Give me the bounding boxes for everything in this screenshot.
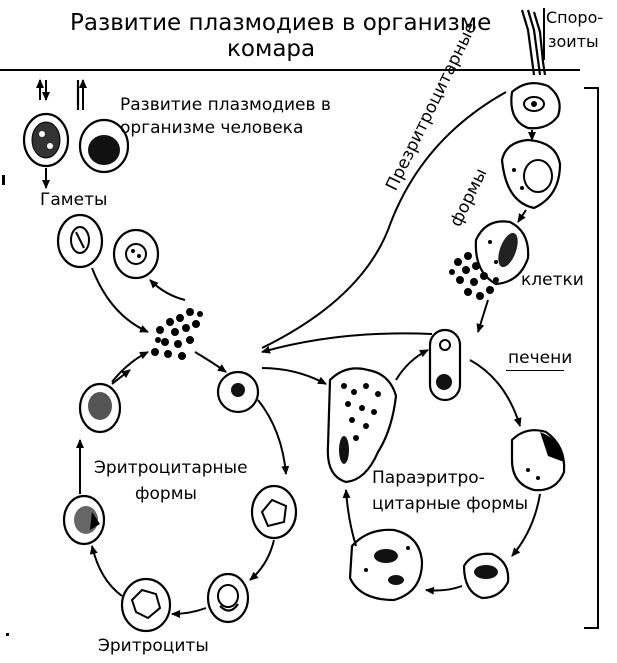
liver-cell-2 (502, 140, 560, 208)
para-schizont (328, 368, 396, 482)
para-cell-bottom-right (464, 554, 508, 598)
edge-mark-top (2, 175, 5, 185)
sporozoites-label-line-1: Споро- (546, 10, 603, 26)
arrow-cycle-to-merozoites (112, 352, 148, 382)
erythrocyte-stage-bottom (208, 574, 248, 622)
para-cell-top (430, 330, 460, 400)
cycle-arrow-2 (250, 540, 274, 580)
arrow-blood-to-para (262, 368, 326, 384)
erythro-label-line-2: формы (135, 486, 197, 503)
para-cell-right (512, 430, 564, 490)
para-arrow-3 (426, 586, 462, 591)
human-dev-label-line-2: организме человека (120, 120, 303, 137)
liver-cells-label-2: печени (508, 350, 572, 367)
sporozoites-label-line-2: зоиты (548, 34, 599, 50)
arrow-merozoites-to-ring (195, 352, 226, 372)
cycle-arrow-4 (92, 546, 122, 596)
paraerythro-label-line-1: Параэритро- (372, 470, 485, 487)
erythrocyte-stage-bottom-left (122, 579, 170, 631)
liver-label-underline (506, 370, 564, 371)
liver-cells-label-1: клетки (521, 272, 584, 289)
right-bracket (584, 88, 598, 628)
para-arrow-5 (396, 350, 428, 380)
erythrocyte-stage-top-left (80, 384, 120, 432)
arrow-liver-3-to-para (478, 300, 488, 332)
liver-cell-1 (511, 83, 559, 128)
para-arrow-4 (346, 490, 356, 546)
gametes-label: Гаметы (40, 192, 107, 209)
cycle-arrow-3 (172, 608, 206, 614)
erythro-label-line-1: Эритроцитарные (94, 460, 248, 477)
erythrocyte-stage-left (64, 496, 104, 544)
human-dev-label-line-1: Развитие плазмодиев в (120, 97, 331, 114)
gamete-cell-2 (114, 230, 158, 278)
cycle-arrow-1 (258, 400, 286, 474)
sporozoite-strokes (522, 10, 545, 75)
erythrocyte-ring-stage (218, 372, 258, 412)
gametocyte-cell-1 (24, 114, 68, 166)
para-cell-bottom-left (350, 530, 422, 600)
arrow-merozoites-to-gamete-2 (150, 280, 185, 300)
title-line-1: Развитие плазмодиев в организме (70, 12, 491, 35)
erythrocytes-label: Эритроциты (98, 638, 209, 655)
arrow-liver-to-blood (262, 333, 432, 352)
paraerythro-label-line-2: цитарные формы (372, 496, 528, 513)
edge-mark-bottom (6, 633, 9, 636)
gamete-cell-1 (58, 215, 102, 267)
title-line-2: комара (227, 38, 315, 61)
arrow-liver-2-to-3 (518, 210, 526, 222)
erythrocyte-stage-right (252, 486, 296, 538)
